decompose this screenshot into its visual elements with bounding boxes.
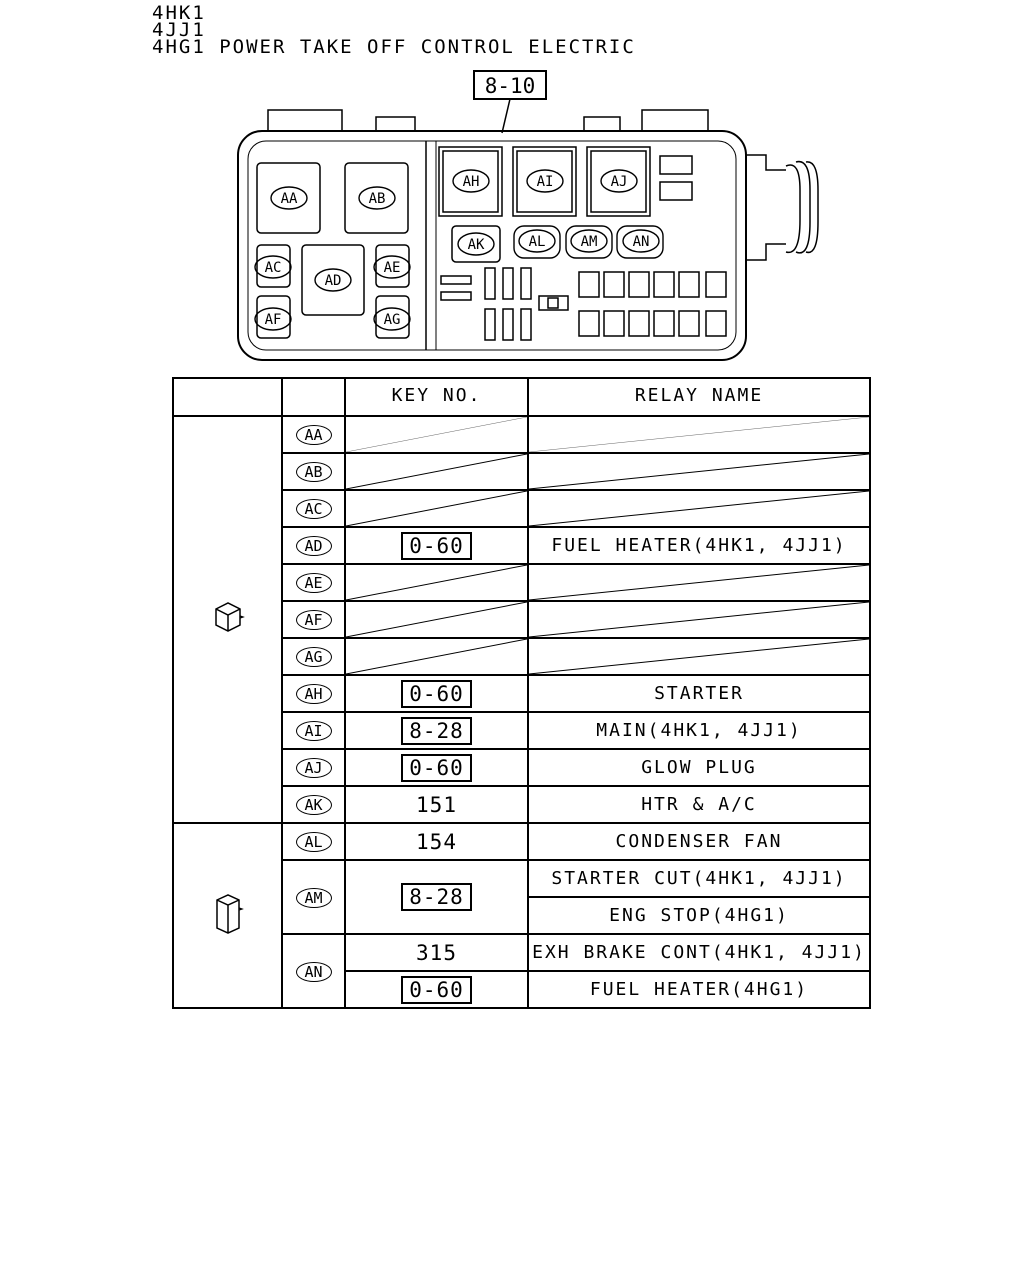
pos-label-AN: AN (633, 234, 650, 250)
relay-name-alt: ENG STOP(4HG1) (527, 896, 871, 935)
relay-name: STARTER CUT(4HK1, 4JJ1) (527, 859, 871, 898)
relay-group-1-icon-cell (172, 415, 283, 824)
relay-name: CONDENSER FAN (527, 822, 871, 861)
relay-name: MAIN(4HK1, 4JJ1) (527, 711, 871, 750)
relay-slot-AJ (586, 146, 651, 217)
pos-AK: AK (295, 795, 332, 815)
relay-box-housing (237, 130, 747, 361)
table-row: AM 8-28 STARTER CUT(4HK1, 4JJ1) (173, 859, 871, 935)
pos-label-AB: AB (369, 191, 386, 207)
table-row: AK 151 HTR & A/C (173, 785, 871, 824)
diagram-title: 4HG1 POWER TAKE OFF CONTROL ELECTRIC (152, 36, 636, 58)
key-no: 151 (416, 792, 457, 817)
ref-key-label: 8-10 (485, 74, 536, 98)
pos-AG: AG (295, 647, 332, 667)
relay-tall-icon (215, 894, 244, 934)
relay-name: EXH BRAKE CONT(4HK1, 4JJ1) (527, 933, 871, 972)
table-row: AB (173, 452, 871, 491)
pos-AH: AH (295, 684, 332, 704)
pos-label-AM: AM (581, 234, 598, 250)
table-row: AC (173, 489, 871, 528)
key-no: 0-60 (401, 679, 472, 708)
relay-slot-AI (512, 146, 577, 217)
key-no: 0-60 (401, 753, 472, 782)
header-blank-1 (172, 377, 283, 411)
key-no: 8-28 (401, 716, 472, 745)
table-row: ENG STOP(4HG1) (173, 896, 871, 935)
relay-slot-AE (375, 244, 410, 288)
top-tabs (267, 109, 709, 131)
relay-group-2-icon-cell (172, 822, 283, 1009)
key-no: 154 (416, 829, 457, 854)
key-no: 8-28 (401, 883, 472, 911)
key-no: 315 (416, 940, 457, 965)
table-row: AI 8-28 MAIN(4HK1, 4JJ1) (173, 711, 871, 750)
pos-AB: AB (295, 462, 332, 482)
pos-label-AC: AC (265, 260, 282, 276)
table-row: AG (173, 637, 871, 676)
pos-AN: AN (295, 961, 332, 982)
pos-AE: AE (295, 573, 332, 593)
relay-box-diagram: 8-10 (237, 70, 819, 361)
pos-label-AK: AK (468, 237, 485, 253)
harness-connector (746, 154, 819, 261)
pos-AL: AL (295, 832, 332, 852)
header-blank-2 (281, 377, 346, 411)
table-row: AA (172, 415, 871, 824)
key-empty (344, 415, 529, 454)
relay-name-alt: FUEL HEATER(4HG1) (527, 970, 871, 1009)
table-row: AD 0-60 FUEL HEATER(4HK1, 4JJ1) (173, 526, 871, 565)
pos-AF: AF (295, 610, 332, 630)
relay-name: GLOW PLUG (527, 748, 871, 787)
pos-AJ: AJ (295, 758, 332, 778)
header-key-no: KEY NO. (344, 377, 529, 411)
table-row: AF (173, 600, 871, 639)
pos-label-AH: AH (463, 174, 480, 190)
table-row: 0-60 FUEL HEATER(4HG1) (173, 970, 871, 1009)
relay-slot-AA (256, 162, 321, 234)
model-line-1: 4HK1 (152, 2, 206, 24)
pos-label-AF: AF (265, 312, 282, 328)
pos-AI: AI (295, 721, 332, 741)
relay-cube-icon (214, 602, 245, 632)
table-row: AJ 0-60 GLOW PLUG (173, 748, 871, 787)
pos-AD: AD (295, 536, 332, 556)
pos-AM: AM (295, 887, 332, 908)
pos-label-AI: AI (537, 174, 554, 190)
table-row: AH 0-60 STARTER (173, 674, 871, 713)
pos-AA: AA (295, 425, 332, 445)
pos-label-AA: AA (281, 191, 298, 207)
key-no-alt: 0-60 (401, 975, 472, 1004)
pos-label-AJ: AJ (611, 174, 628, 190)
relay-slot-AK (451, 225, 501, 263)
key-no: 0-60 (401, 531, 472, 560)
relay-table: KEY NO. RELAY NAME AA AB AC AD 0-60 FUEL… (172, 377, 871, 1009)
relay-name: HTR & A/C (527, 785, 871, 824)
relay-name: STARTER (527, 674, 871, 713)
name-empty (527, 415, 871, 454)
table-row: AE (173, 563, 871, 602)
table-row: AL 154 CONDENSER FAN (172, 822, 871, 1009)
model-line-2: 4JJ1 (152, 19, 206, 41)
pos-label-AE: AE (384, 260, 401, 276)
relay-slot-AC (256, 244, 291, 288)
relay-name: FUEL HEATER(4HK1, 4JJ1) (527, 526, 871, 565)
header-relay-name: RELAY NAME (527, 377, 871, 411)
pos-label-AD: AD (325, 273, 342, 289)
pos-AC: AC (295, 499, 332, 519)
relay-slot-AH (438, 146, 503, 217)
table-row: AN 315 EXH BRAKE CONT(4HK1, 4JJ1) (173, 933, 871, 1009)
pos-label-AG: AG (384, 312, 401, 328)
relay-slot-AD (301, 244, 365, 316)
pos-label-AL: AL (529, 234, 546, 250)
relay-slot-AB (344, 162, 409, 234)
